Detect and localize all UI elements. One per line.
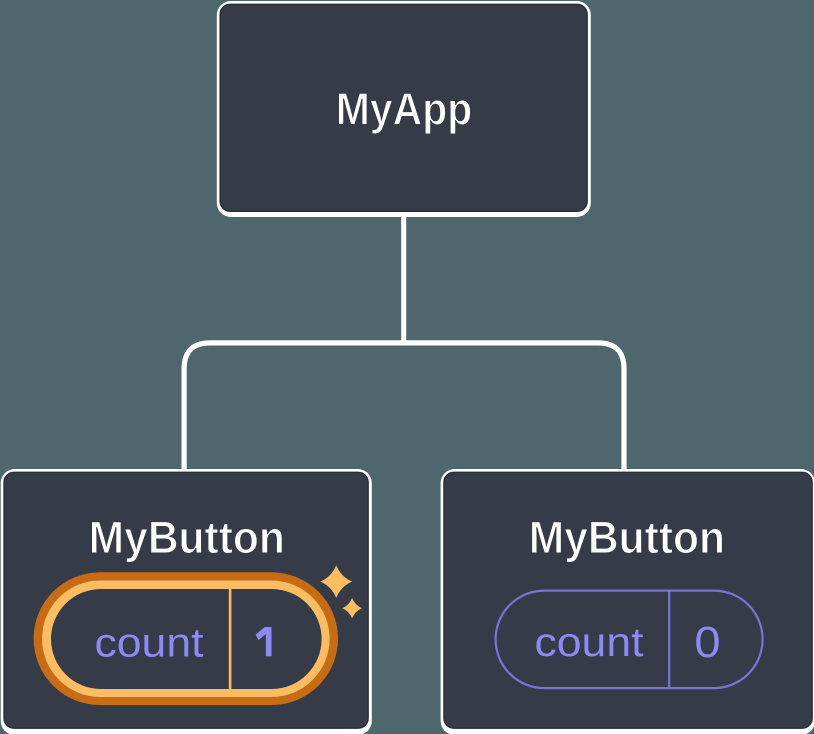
svg-text:0: 0 — [694, 617, 720, 666]
svg-text:MyButton: MyButton — [89, 513, 285, 563]
svg-text:MyApp: MyApp — [336, 85, 472, 135]
svg-text:count: count — [535, 620, 644, 666]
svg-text:MyButton: MyButton — [529, 513, 725, 563]
svg-text:count: count — [95, 620, 204, 666]
